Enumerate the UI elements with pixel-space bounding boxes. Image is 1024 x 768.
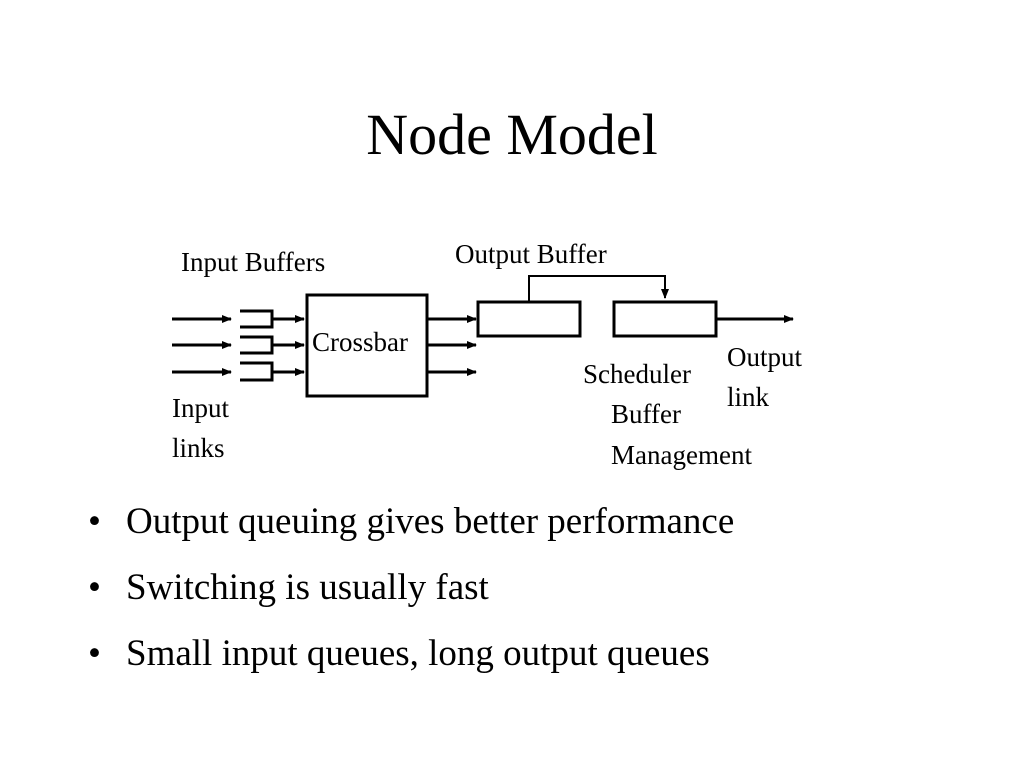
input-buffer-3 — [240, 361, 274, 382]
output-link-label-line1: Output — [727, 342, 803, 372]
input-buffers — [240, 309, 274, 382]
input-buffer-2 — [240, 335, 274, 355]
input-links-label-line2: links — [172, 433, 225, 463]
scheduler-label-line1: Scheduler — [583, 359, 691, 389]
output-buffer-label: Output Buffer — [455, 239, 607, 269]
scheduler-label-line2: Buffer — [611, 399, 681, 429]
bullet-list: • Output queuing gives better performanc… — [88, 500, 988, 698]
output-buffer-connector — [528, 275, 669, 302]
bullet-text: Output queuing gives better performance — [126, 501, 735, 542]
input-links-label-line1: Input — [172, 393, 229, 423]
bullet-item: • Output queuing gives better performanc… — [88, 500, 988, 544]
bullet-text: Small input queues, long output queues — [126, 633, 710, 674]
output-buffer-box-left — [476, 300, 582, 338]
slide-title: Node Model — [366, 102, 658, 167]
buffer-to-crossbar-arrows — [272, 315, 305, 376]
bullet-dot: • — [88, 567, 101, 608]
scheduler-label-line3: Management — [611, 440, 752, 470]
input-buffers-label: Input Buffers — [181, 247, 325, 277]
bullet-dot: • — [88, 633, 101, 674]
bullet-item: • Small input queues, long output queues — [88, 632, 988, 676]
output-link-label-line2: link — [727, 382, 770, 412]
bullet-text: Switching is usually fast — [126, 567, 489, 608]
input-buffer-1 — [240, 309, 274, 329]
bullet-dot: • — [88, 501, 101, 542]
crossbar-output-arrows — [427, 315, 477, 376]
bullet-item: • Switching is usually fast — [88, 566, 988, 610]
crossbar-label: Crossbar — [312, 327, 408, 357]
input-link-arrows — [172, 315, 232, 376]
output-buffer-box-right — [612, 300, 718, 338]
